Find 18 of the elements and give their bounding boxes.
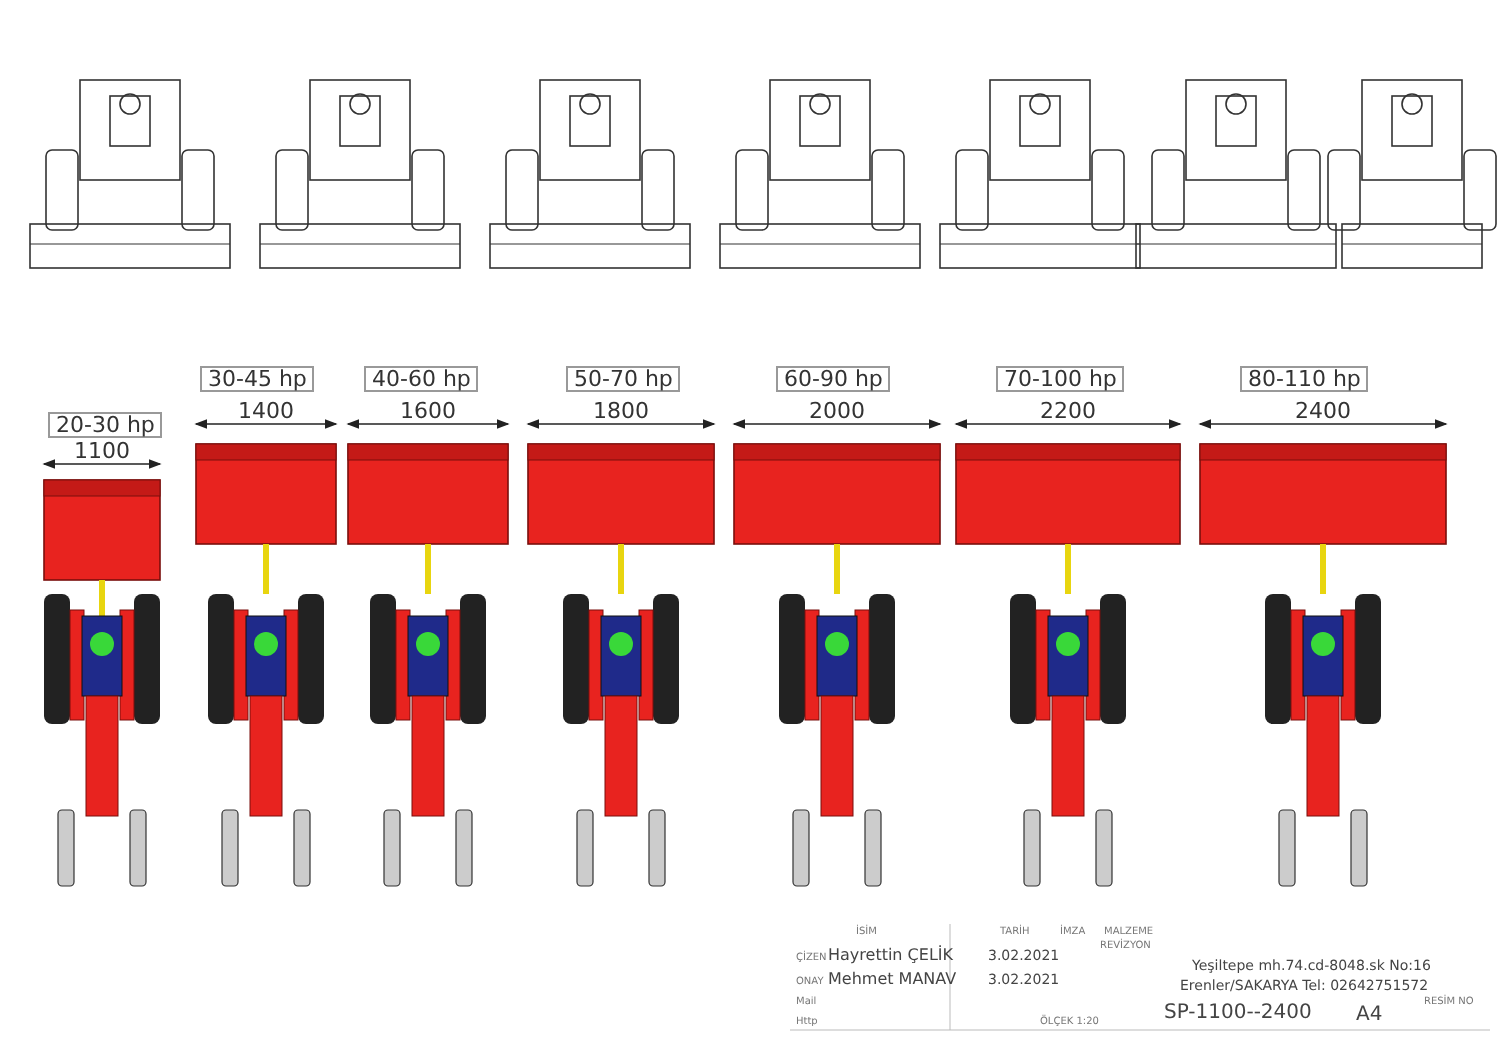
- drawing-number: SP-1100--2400: [1164, 1004, 1312, 1024]
- dimension-value: 1400: [238, 400, 294, 422]
- dimension-value: 2200: [1040, 400, 1096, 422]
- power-rating-label: 80-110 hp: [1240, 366, 1369, 392]
- dimension-value: 1600: [400, 400, 456, 422]
- power-rating-label: 20-30 hp: [48, 412, 163, 438]
- power-rating-label: 40-60 hp: [364, 366, 479, 392]
- power-rating-label: 30-45 hp: [200, 366, 315, 392]
- dimension-value: 2400: [1295, 400, 1351, 422]
- power-rating-label: 70-100 hp: [996, 366, 1125, 392]
- power-rating-label: 60-90 hp: [776, 366, 891, 392]
- dimension-value: 2000: [809, 400, 865, 422]
- dimension-value: 1100: [74, 440, 130, 462]
- power-rating-label: 50-70 hp: [566, 366, 681, 392]
- approver-name: Mehmet MANAV: [828, 972, 957, 988]
- designer-name: Hayrettin ÇELİK: [828, 948, 953, 964]
- paper-size: A4: [1356, 1006, 1383, 1026]
- dimension-value: 1800: [593, 400, 649, 422]
